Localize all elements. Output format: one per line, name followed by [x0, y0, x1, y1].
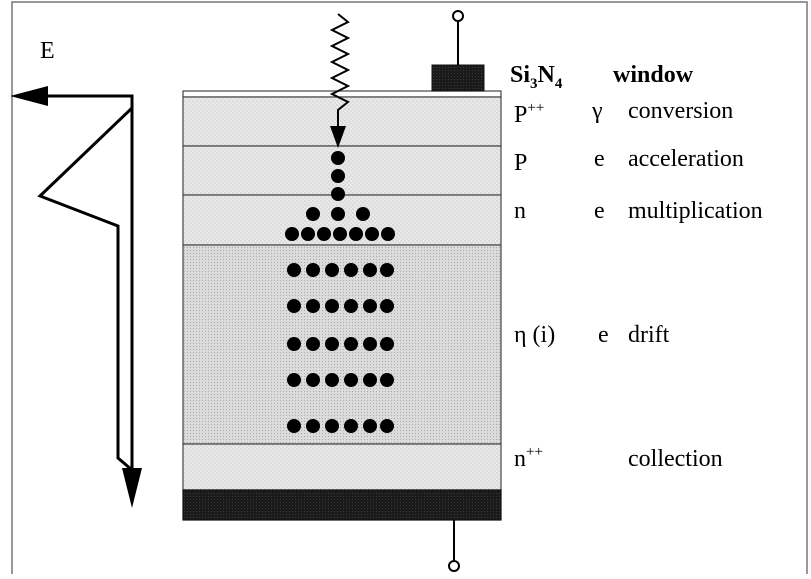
electron-dot [287, 337, 301, 351]
electron-dot [325, 299, 339, 313]
window-layer [182, 90, 502, 98]
layer-intrinsic [182, 244, 502, 445]
electron-dot [363, 373, 377, 387]
electron-dot [380, 373, 394, 387]
electron-dot [380, 299, 394, 313]
electron-dot [317, 227, 331, 241]
electron-dot [325, 337, 339, 351]
electron-dot [287, 263, 301, 277]
field-arrowhead-down [122, 468, 142, 508]
electron-dot [325, 263, 339, 277]
layer-labels: P++ γ conversion P e acceleration n e mu… [514, 98, 763, 472]
electron-dot [287, 373, 301, 387]
label-carrier-3: e [598, 322, 609, 348]
svg-text:Si3N4: Si3N4 [510, 62, 563, 92]
window-label: Si3N4 window [510, 62, 694, 92]
electron-dot [365, 227, 379, 241]
label-doping-1: P [514, 150, 527, 176]
photon-wave [329, 13, 351, 128]
top-terminal [452, 10, 464, 22]
electron-dot [380, 337, 394, 351]
label-carrier-2: e [594, 198, 605, 224]
label-process-4: collection [628, 446, 723, 472]
layer-n-plus-plus [182, 443, 502, 491]
electron-dot [306, 299, 320, 313]
electron-dot [306, 263, 320, 277]
label-carrier-1: e [594, 146, 605, 172]
electron-dot [331, 207, 345, 221]
electron-dot [363, 419, 377, 433]
label-doping-2: n [514, 198, 526, 224]
electron-dot [344, 337, 358, 351]
e-axis-label: E [40, 38, 55, 64]
electron-dot [331, 187, 345, 201]
field-arrowhead-left [10, 86, 48, 106]
label-doping-0: P++ [514, 100, 544, 128]
electron-dot [380, 263, 394, 277]
back-contact [182, 489, 502, 521]
electron-dot [285, 227, 299, 241]
electron-dot [306, 373, 320, 387]
label-process-2: multiplication [628, 198, 763, 224]
window-word: window [613, 62, 694, 88]
electron-dot [380, 419, 394, 433]
electron-dot [363, 337, 377, 351]
electron-dot [306, 337, 320, 351]
electron-dot [287, 419, 301, 433]
electron-dot [306, 207, 320, 221]
label-process-3: drift [628, 322, 670, 348]
bottom-terminal [448, 560, 460, 572]
detector-stack [182, 90, 502, 521]
electron-dot [363, 299, 377, 313]
electron-dot [331, 169, 345, 183]
field-profile [37, 94, 134, 484]
electron-dot [363, 263, 377, 277]
electron-dot [287, 299, 301, 313]
electron-dot [344, 419, 358, 433]
electron-dot [356, 207, 370, 221]
label-carrier-0: γ [591, 98, 603, 124]
electron-dot [349, 227, 363, 241]
electron-dot [344, 373, 358, 387]
layer-p-plus-plus [182, 96, 502, 147]
electron-dot [306, 419, 320, 433]
label-process-1: acceleration [628, 146, 744, 172]
photon-arrowhead [330, 126, 346, 148]
electron-dot [301, 227, 315, 241]
electron-dot [344, 299, 358, 313]
electron-dot [344, 263, 358, 277]
electron-dot [381, 227, 395, 241]
label-doping-3: η (i) [514, 322, 555, 348]
label-doping-4: n++ [514, 444, 543, 472]
electron-dot [325, 373, 339, 387]
electron-cloud [285, 151, 395, 433]
label-process-0: conversion [628, 98, 733, 124]
electron-dot [331, 151, 345, 165]
top-contact [431, 64, 485, 92]
electron-dot [325, 419, 339, 433]
electron-dot [333, 227, 347, 241]
